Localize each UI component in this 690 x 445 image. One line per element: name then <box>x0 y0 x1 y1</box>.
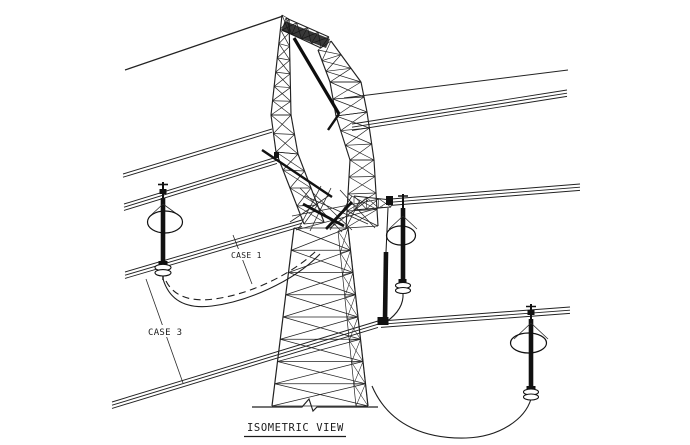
insulator-string-right <box>509 304 549 401</box>
head-heavy-diagonal <box>292 37 341 115</box>
case1-label: CASE 1 <box>231 251 262 260</box>
ground-line <box>252 397 378 413</box>
bundle-lower-left <box>111 320 379 409</box>
view-title-label: ISOMETRIC VIEW <box>247 422 344 434</box>
jumper-loop-case3-solid <box>162 253 321 308</box>
bundle-lower-right <box>380 306 571 328</box>
head-heavy-kink <box>261 113 340 198</box>
jumper-middle-phase <box>385 292 404 323</box>
bundle-middle-right <box>390 183 581 206</box>
bundle-main-left <box>123 156 278 211</box>
jumper-post-middle <box>377 207 389 325</box>
lattice-tower <box>261 14 393 407</box>
head-dark-band <box>282 21 330 48</box>
insulator-string-left <box>146 182 184 280</box>
corona-ring-left <box>146 210 184 234</box>
case3-label: CASE 3 <box>148 328 182 338</box>
jumper-loop-case1-dashed <box>165 250 317 301</box>
bundle-inner-left <box>124 219 303 279</box>
waist-heavy-members <box>302 201 354 230</box>
view-title: ISOMETRIC VIEW <box>244 422 346 438</box>
ground-wire-right <box>343 69 569 99</box>
jumper-right-phase <box>371 385 532 439</box>
corona-ring-right <box>509 332 548 354</box>
bundle-upper-right <box>351 89 568 131</box>
yoke-middle <box>388 215 418 230</box>
case1-annotation: CASE 1 <box>228 249 262 260</box>
yoke-right <box>513 322 549 340</box>
arm-clamp <box>386 196 393 205</box>
case3-annotation: CASE 3 <box>144 325 182 338</box>
bundle-upper-left <box>122 128 273 178</box>
ground-wire-left <box>124 15 284 71</box>
insulator-string-middle <box>385 194 418 295</box>
mast-clamp-left <box>274 152 279 158</box>
